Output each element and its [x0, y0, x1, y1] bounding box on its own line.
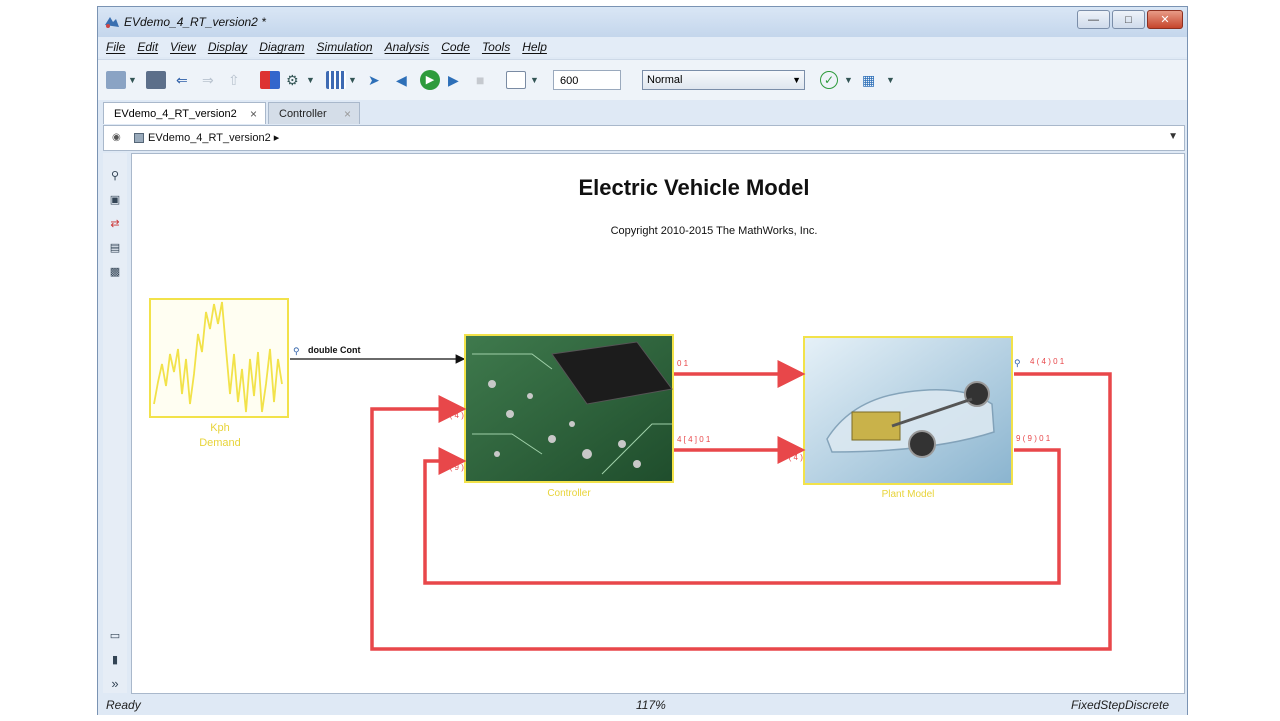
demand-port-label: double Cont — [308, 345, 361, 355]
step-icon[interactable]: ▶ — [448, 72, 459, 88]
tab-evdemo[interactable]: EVdemo_4_RT_version2 × — [103, 102, 266, 124]
breadcrumb[interactable]: EVdemo_4_RT_version2 ▸ — [148, 132, 280, 144]
back-arrow-icon[interactable]: ⇐ — [176, 72, 188, 88]
copyright-text: Copyright 2010-2015 The MathWorks, Inc. — [611, 225, 818, 237]
chevron-down-icon[interactable]: ▼ — [1168, 131, 1178, 142]
signal-logging-icon: ⚲ — [1014, 358, 1021, 368]
tab-controller[interactable]: Controller × — [268, 102, 360, 124]
controller-out1-label: 0 1 — [677, 359, 689, 368]
image-icon[interactable]: ▩ — [109, 266, 121, 278]
menu-analysis[interactable]: Analysis — [384, 40, 430, 54]
maximize-button[interactable]: □ — [1112, 10, 1145, 29]
up-arrow-icon[interactable]: ⇧ — [228, 72, 240, 88]
fit-view-icon[interactable]: ▣ — [109, 194, 121, 206]
menu-display[interactable]: Display — [207, 40, 248, 54]
demand-label-demand: Demand — [199, 437, 241, 449]
model-browser-icon[interactable]: ▭ — [109, 630, 121, 642]
record-icon[interactable] — [506, 71, 526, 89]
close-button[interactable]: ✕ — [1147, 10, 1183, 29]
controller-out2-label: 4 [ 4 ] 0 1 — [677, 435, 711, 444]
property-inspector-icon[interactable]: ▮ — [111, 654, 119, 666]
demand-block[interactable]: Kph Demand — [149, 298, 289, 449]
advisor-dropdown-icon[interactable]: ▼ — [844, 75, 853, 85]
tab-controller-label: Controller — [279, 108, 327, 120]
model-canvas[interactable]: Electric Vehicle Model Copyright 2010-20… — [131, 153, 1185, 694]
zoom-icon[interactable]: ⚲ — [110, 170, 120, 182]
model-explorer-icon[interactable] — [326, 71, 346, 89]
menu-code[interactable]: Code — [441, 40, 470, 54]
status-text: Ready — [106, 698, 141, 712]
controller-label: Controller — [547, 488, 591, 499]
feedback-loop-outer[interactable] — [370, 372, 1112, 651]
chevron-down-icon: ▼ — [792, 75, 801, 85]
minimize-button[interactable]: — — [1077, 10, 1110, 29]
model-advisor-icon[interactable]: ✓ — [820, 71, 838, 89]
new-model-icon[interactable] — [106, 71, 126, 89]
address-bar: ◉ EVdemo_4_RT_version2 ▸ ▼ — [103, 125, 1185, 151]
controller-block[interactable]: Controller 0 1 4 [ 4 ] 0 1 4 ( 4 ) 9 ( 9… — [443, 334, 711, 499]
zoom-level: 117% — [636, 698, 666, 712]
menu-diagram[interactable]: Diagram — [259, 40, 305, 54]
simulation-mode-select[interactable]: Normal ▼ — [642, 70, 805, 90]
tab-evdemo-label: EVdemo_4_RT_version2 — [114, 108, 237, 120]
expand-icon[interactable]: » — [111, 676, 119, 691]
hide-explorer-icon[interactable]: ◉ — [112, 132, 121, 143]
explorer-dropdown-icon[interactable]: ▼ — [348, 75, 357, 85]
menu-tools[interactable]: Tools — [481, 40, 511, 54]
plant-out1-label: 4 ( 4 ) 0 1 — [1030, 357, 1065, 366]
step-back-icon[interactable]: ◀ — [396, 72, 407, 88]
title-bar[interactable]: EVdemo_4_RT_version2 * — □ ✕ — [98, 7, 1187, 37]
menu-bar: File Edit View Display Diagram Simulatio… — [98, 37, 1187, 57]
record-dropdown-icon[interactable]: ▼ — [530, 75, 539, 85]
menu-view[interactable]: View — [170, 40, 196, 54]
model-title: Electric Vehicle Model — [578, 175, 809, 200]
library-browser-icon[interactable] — [260, 71, 280, 89]
simulink-app-icon — [105, 17, 119, 28]
menu-edit[interactable]: Edit — [137, 40, 159, 54]
block-diagram: Electric Vehicle Model Copyright 2010-20… — [149, 175, 1112, 651]
plant-out2-label: 9 ( 9 ) 0 1 — [1016, 434, 1051, 443]
menu-simulation[interactable]: Simulation — [316, 40, 373, 54]
controller-in2-label: 9 ( 9 ) — [443, 463, 464, 472]
plant-label: Plant Model — [882, 489, 935, 500]
menu-file[interactable]: File — [106, 40, 126, 54]
signal-icon[interactable]: ⇄ — [110, 218, 120, 230]
forward-arrow-icon[interactable]: ⇒ — [202, 72, 214, 88]
simulink-window: EVdemo_4_RT_version2 * — □ ✕ File Edit V… — [97, 6, 1188, 715]
plant-in2-label: 4 ( 4 ) — [782, 453, 803, 462]
demand-label-kph: Kph — [210, 422, 230, 434]
feedback-loop-inner[interactable] — [423, 447, 1061, 585]
stop-icon[interactable]: ■ — [476, 72, 485, 88]
toolbar: ▼ ⇐ ⇒ ⇧ ⚙ ▼ ▼ ➤ ◀ ▶ ▶ ■ ▼ 600 Normal ▼ ✓… — [98, 59, 1187, 101]
build-dropdown-icon[interactable]: ▼ — [886, 75, 895, 85]
run-icon[interactable]: ▶ — [420, 70, 440, 90]
window-title: EVdemo_4_RT_version2 * — [124, 15, 266, 29]
model-config-icon[interactable]: ⚙ — [286, 72, 299, 88]
stop-time-input[interactable]: 600 — [553, 70, 621, 90]
solver-text: FixedStepDiscrete — [1070, 698, 1169, 712]
close-icon[interactable]: × — [343, 107, 351, 121]
status-bar: Ready 117% FixedStepDiscrete — [98, 695, 1187, 715]
signal-logging-icon: ⚲ — [293, 346, 300, 356]
tab-strip: EVdemo_4_RT_version2 × Controller × — [98, 100, 1187, 124]
simulation-mode-value: Normal — [647, 74, 683, 86]
controller-in1-label: 4 ( 4 ) — [443, 411, 464, 420]
palette-toolbar: ⚲ ▣ ⇄ ▤ ▩ ▭ ▮ » — [103, 153, 127, 693]
model-icon — [134, 133, 144, 143]
annotation-icon[interactable]: ▤ — [109, 242, 121, 254]
step-forward-icon[interactable]: ➤ — [368, 72, 380, 88]
config-dropdown-icon[interactable]: ▼ — [306, 75, 315, 85]
build-icon[interactable]: ▦ — [862, 72, 876, 88]
close-icon[interactable]: × — [249, 107, 257, 121]
plant-block[interactable]: Plant Model 4 ( 4 ) 4 ( 4 ) 0 1 9 ( 9 ) … — [782, 336, 1065, 500]
new-dropdown-icon[interactable]: ▼ — [128, 75, 137, 85]
save-icon[interactable] — [146, 71, 166, 89]
menu-help[interactable]: Help — [522, 40, 547, 54]
